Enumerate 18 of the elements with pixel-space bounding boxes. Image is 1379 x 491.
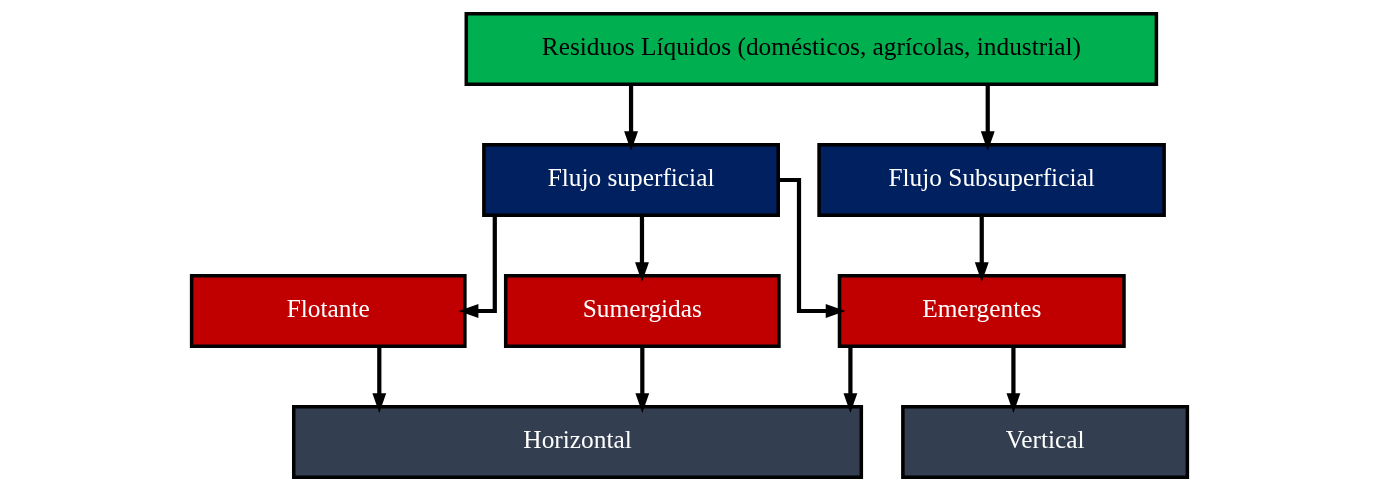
arrow <box>458 215 497 318</box>
arrow <box>843 346 858 414</box>
node-box: Residuos Líquidos (domésticos, agrícolas, industrial) <box>464 12 1159 86</box>
arrow <box>1006 346 1021 414</box>
arrow <box>778 177 846 318</box>
node-box: Flotante <box>189 274 467 348</box>
arrow <box>624 84 638 152</box>
node-box: Emergentes <box>837 274 1126 348</box>
arrow <box>635 346 650 414</box>
node-box: Horizontal <box>292 405 864 479</box>
arrow <box>974 215 989 283</box>
node-box: Sumergidas <box>503 274 781 348</box>
arrow <box>372 346 387 414</box>
node-box: Flujo superficial <box>482 143 780 217</box>
arrow <box>980 84 995 152</box>
node-box: Vertical <box>901 405 1190 479</box>
node-box: Flujo Subsuperficial <box>817 143 1166 217</box>
arrow <box>635 215 649 283</box>
